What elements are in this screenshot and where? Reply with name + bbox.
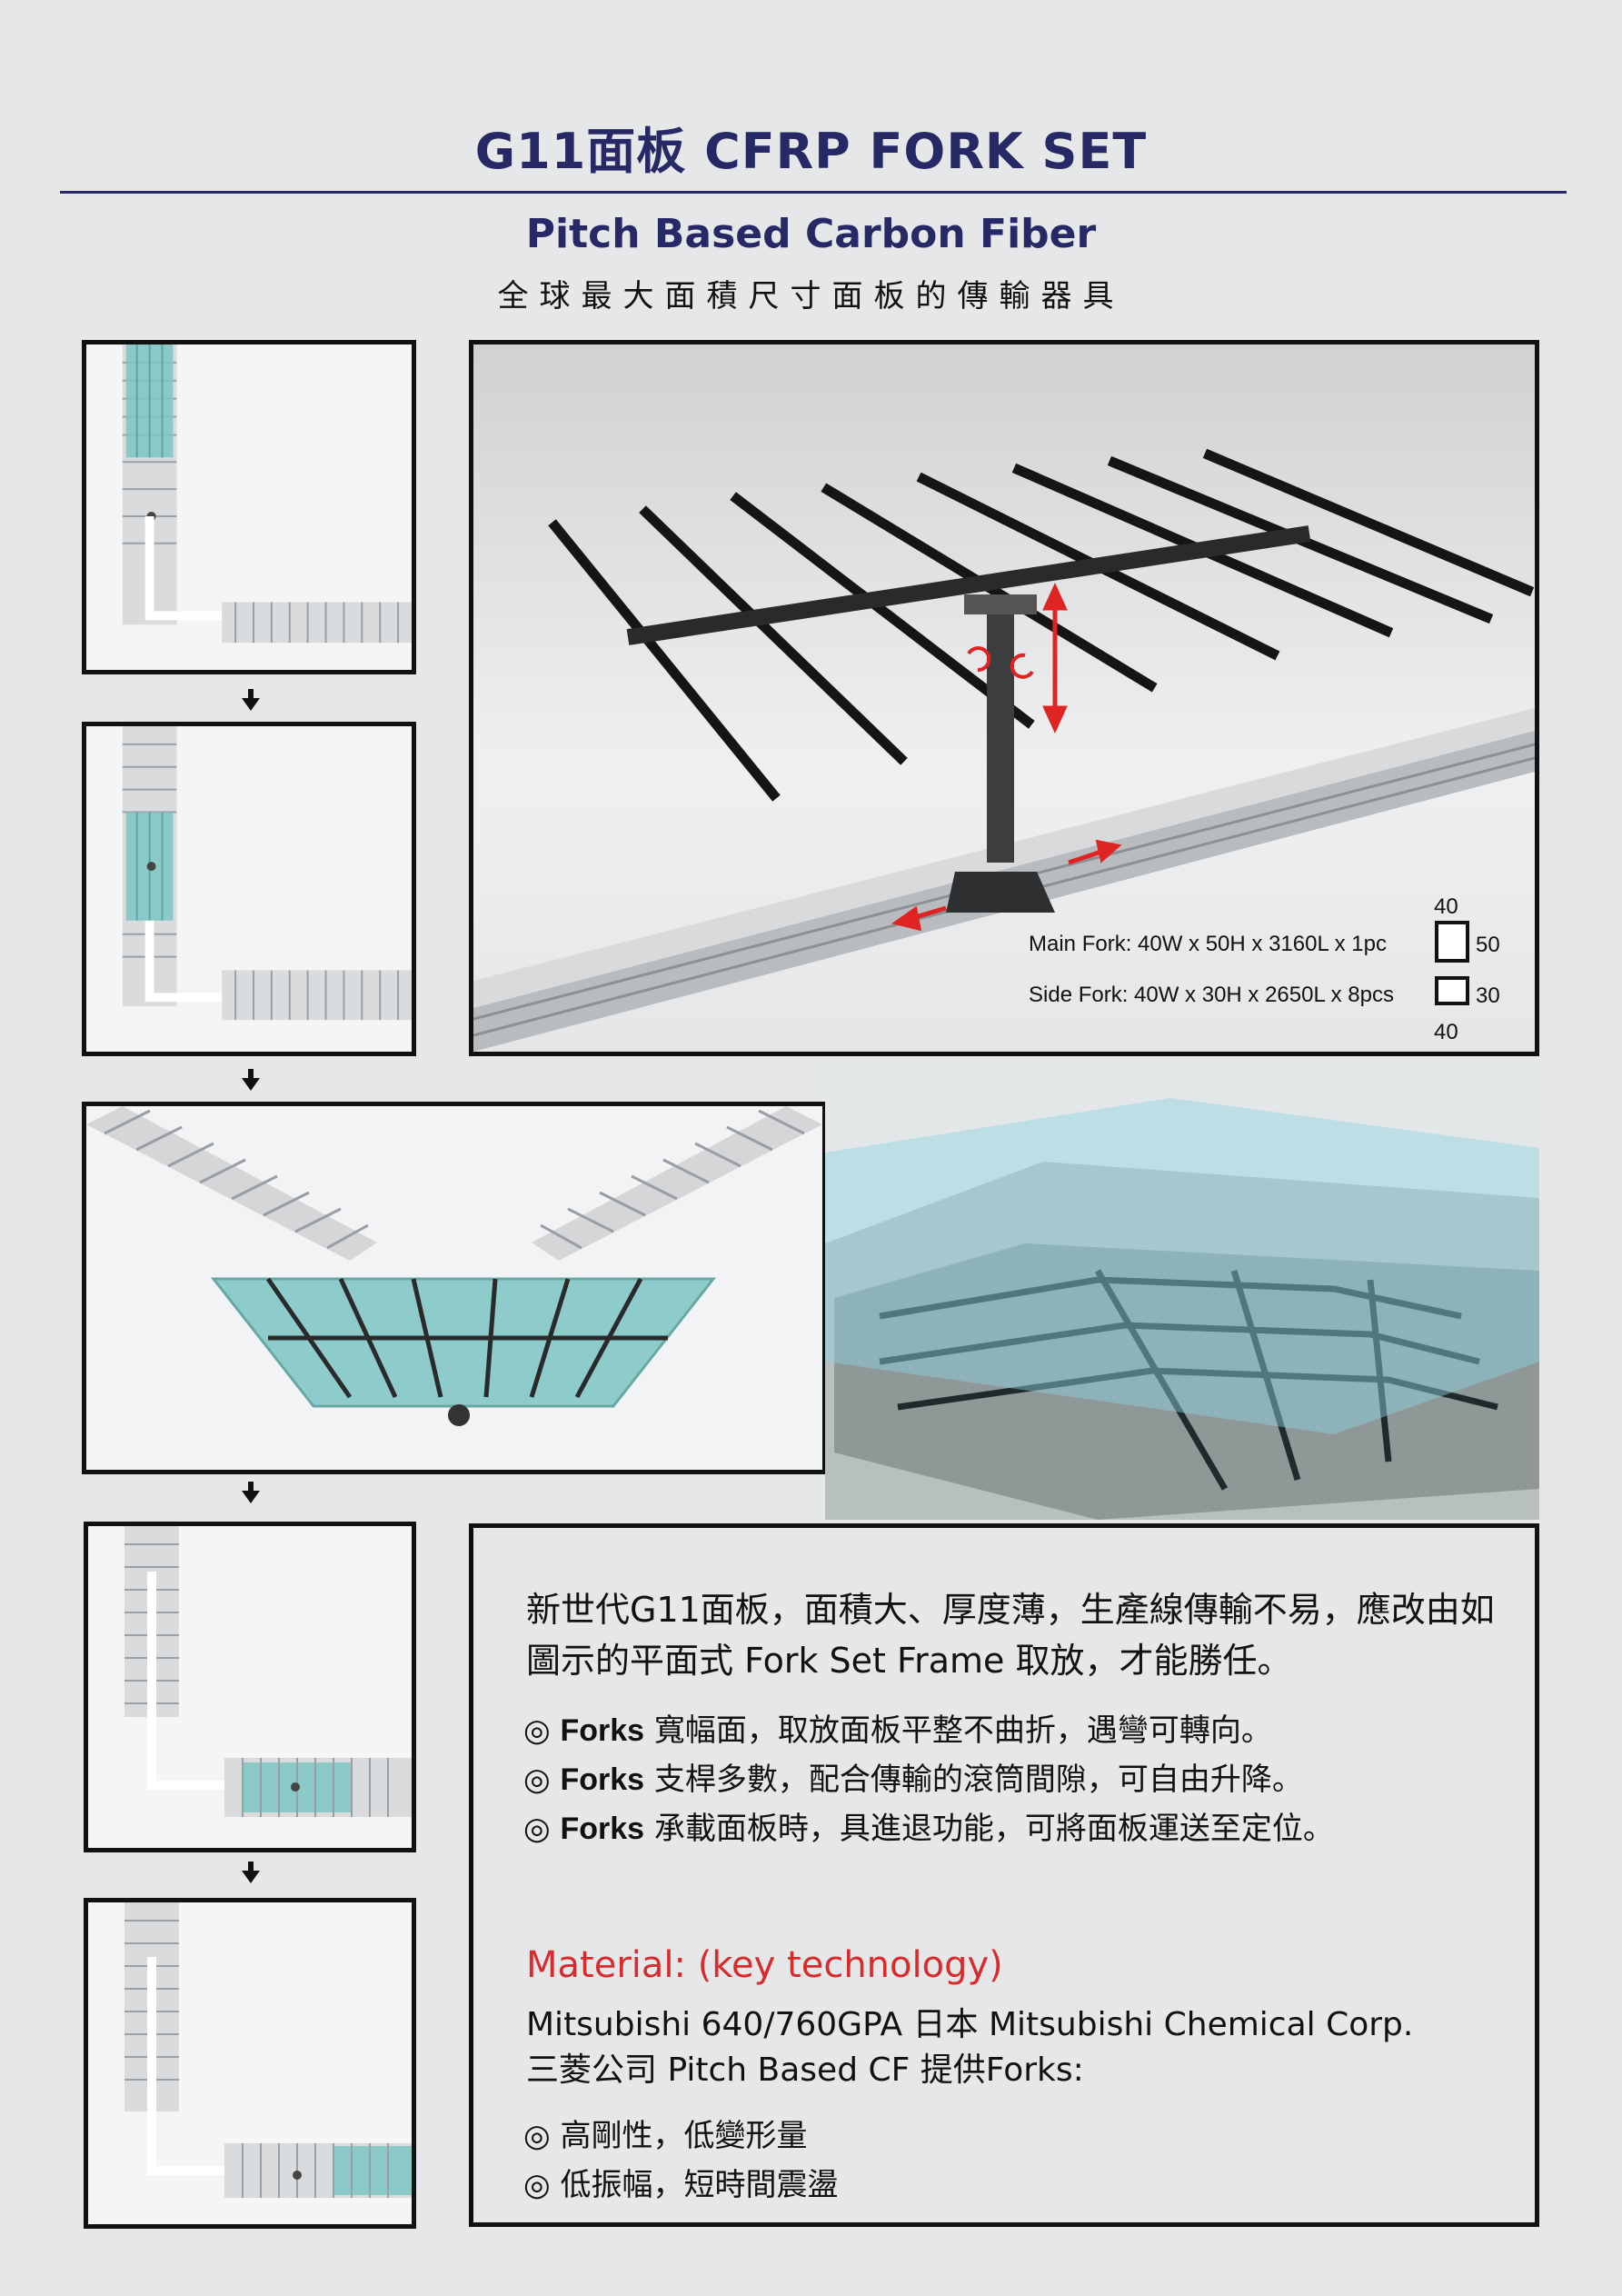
glass-panel-on-fork-render bbox=[825, 1062, 1539, 1520]
side-fork-spec: Side Fork: 40W x 30H x 2650L x 8pcs bbox=[1029, 983, 1394, 1007]
main-fork-spec: Main Fork: 40W x 50H x 3160L x 1pc bbox=[1029, 932, 1387, 956]
conveyor-step-1-image bbox=[82, 340, 416, 674]
main-profile-height: 50 bbox=[1476, 933, 1500, 957]
material-heading: Material: (key technology) bbox=[526, 1944, 1003, 1986]
material-description: Mitsubishi 640/760GPA 日本 Mitsubishi Chem… bbox=[526, 2002, 1508, 2093]
down-arrow-icon bbox=[242, 1482, 260, 1503]
list-item: ◎ Forks 承載面板時，具進退功能，可將面板運送至定位。 bbox=[523, 1811, 1334, 1847]
list-item: ◎ Forks 支桿多數，配合傳輸的滾筒間隙，可自由升降。 bbox=[523, 1762, 1303, 1798]
page-subtitle: Pitch Based Carbon Fiber bbox=[525, 211, 1097, 257]
page-subtitle-chinese: 全球最大面積尺寸面板的傳輸器具 bbox=[497, 278, 1125, 314]
corner-transfer-render bbox=[82, 1102, 827, 1474]
list-item: ◎ 高剛性，低變形量 bbox=[523, 2118, 808, 2154]
down-arrow-icon bbox=[242, 1862, 260, 1883]
conveyor-step-2-image bbox=[82, 722, 416, 1056]
page-title: G11面板 CFRP FORK SET bbox=[474, 123, 1148, 180]
fork-set-render bbox=[469, 340, 1539, 1056]
material-line-2: 三菱公司 Pitch Based CF 提供Forks: bbox=[526, 2051, 1084, 2089]
material-feature-list: ◎ 高剛性，低變形量 ◎ 低振幅，短時間震盪 bbox=[523, 2111, 838, 2210]
down-arrow-icon bbox=[242, 689, 260, 711]
main-profile-width: 40 bbox=[1434, 894, 1458, 919]
feature-list: ◎ Forks 寬幅面，取放面板平整不曲折，遇彎可轉向。 ◎ Forks 支桿多… bbox=[523, 1706, 1334, 1853]
down-arrow-icon bbox=[242, 1069, 260, 1091]
conveyor-step-4-image bbox=[84, 1898, 416, 2229]
title-divider bbox=[60, 191, 1567, 194]
list-item: ◎ 低振幅，短時間震盪 bbox=[523, 2167, 839, 2203]
conveyor-step-3-image bbox=[84, 1522, 416, 1852]
side-profile-width: 40 bbox=[1434, 1020, 1458, 1044]
material-line-1: Mitsubishi 640/760GPA 日本 Mitsubishi Chem… bbox=[526, 2006, 1414, 2043]
description-box: 新世代G11面板，面積大、厚度薄，生產線傳輸不易，應改由如圖示的平面式 Fork… bbox=[469, 1523, 1539, 2227]
side-profile-height: 30 bbox=[1476, 983, 1500, 1008]
list-item: ◎ Forks 寬幅面，取放面板平整不曲折，遇彎可轉向。 bbox=[523, 1712, 1272, 1749]
intro-paragraph: 新世代G11面板，面積大、厚度薄，生產線傳輸不易，應改由如圖示的平面式 Fork… bbox=[526, 1590, 1495, 1681]
